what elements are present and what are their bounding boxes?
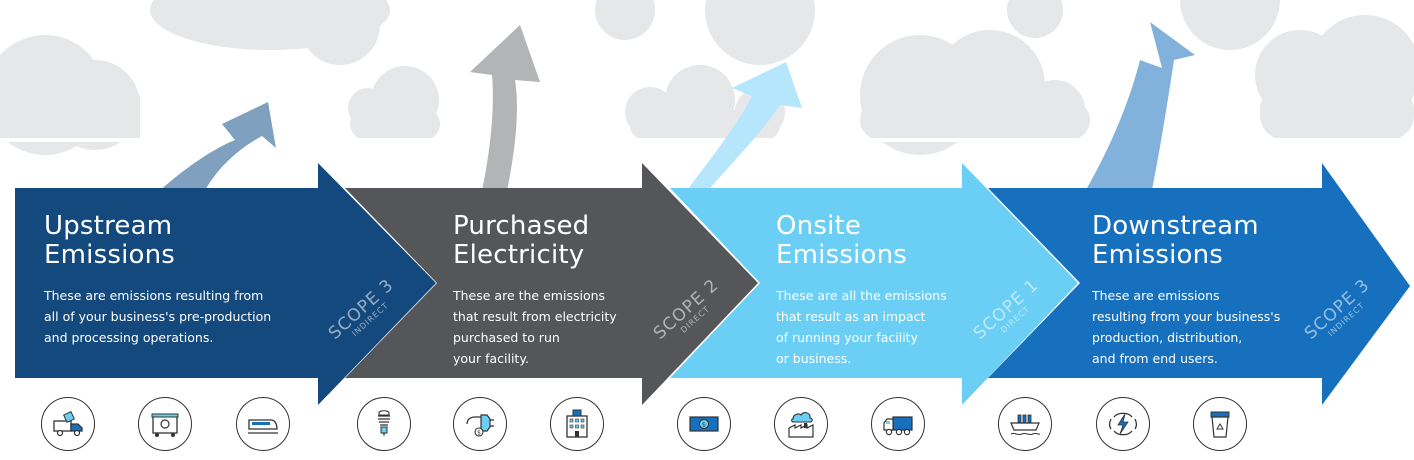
onsite-title-line-2: Emissions — [776, 240, 908, 270]
downstream-plume-arrow — [1080, 22, 1195, 200]
svg-text:$: $ — [702, 421, 706, 429]
purchased-desc-line-2: that result from electricity — [453, 309, 617, 324]
purchased-title-line-1: Purchased — [453, 211, 590, 241]
purchased-panel: Purchased Electricity These are the emis… — [453, 212, 723, 369]
upstream-arrow-shape — [15, 163, 436, 405]
upstream-panel: Upstream Emissions These are emissions r… — [44, 212, 314, 348]
purchased-desc-line-4: your facility. — [453, 351, 529, 366]
cloud-background — [0, 0, 1414, 155]
truck-icon — [871, 397, 925, 451]
dumpster-icon — [138, 397, 192, 451]
downstream-desc-line-1: These are emissions — [1092, 288, 1220, 303]
onsite-desc-line-2: that result as an impact — [776, 309, 926, 324]
downstream-title-line-2: Emissions — [1092, 240, 1224, 270]
factory-cloud-icon — [774, 397, 828, 451]
svg-text:$: $ — [477, 430, 481, 437]
upstream-title-line-2: Emissions — [44, 240, 176, 270]
onsite-desc-line-3: of running your facility — [776, 330, 918, 345]
upstream-desc-line-1: These are emissions resulting from — [44, 288, 264, 303]
downstream-desc-line-2: resulting from your business's — [1092, 309, 1281, 324]
downstream-title: Downstream Emissions — [1092, 212, 1362, 270]
downstream-description: These are emissions resulting from your … — [1092, 285, 1352, 369]
purchased-plume-arrow — [470, 25, 540, 200]
upstream-desc-line-3: and processing operations. — [44, 330, 214, 345]
delivery-truck-icon — [41, 397, 95, 451]
onsite-description: These are all the emissions that result … — [776, 285, 1036, 369]
upstream-title-line-1: Upstream — [44, 211, 173, 241]
recycle-bin-icon — [1193, 397, 1247, 451]
downstream-arrow-shape — [988, 163, 1410, 405]
purchased-title-line-2: Electricity — [453, 240, 585, 270]
purchased-description: These are the emissions that result from… — [453, 285, 713, 369]
onsite-desc-line-1: These are all the emissions — [776, 288, 947, 303]
onsite-plume-arrow — [680, 62, 802, 200]
purchased-desc-line-1: These are the emissions — [453, 288, 606, 303]
onsite-title: Onsite Emissions — [776, 212, 1046, 270]
purchased-arrow-shape — [345, 163, 758, 405]
cargo-ship-icon — [998, 397, 1052, 451]
office-building-icon — [550, 397, 604, 451]
upstream-description: These are emissions resulting from all o… — [44, 285, 304, 348]
upstream-title: Upstream Emissions — [44, 212, 314, 270]
downstream-title-line-1: Downstream — [1092, 211, 1259, 241]
onsite-desc-line-4: or business. — [776, 351, 852, 366]
onsite-title-line-1: Onsite — [776, 211, 862, 241]
onsite-panel: Onsite Emissions These are all the emiss… — [776, 212, 1046, 369]
money-icon: $ — [677, 397, 731, 451]
purchased-title: Purchased Electricity — [453, 212, 723, 270]
energy-recycle-icon — [1096, 397, 1150, 451]
light-bulb-icon — [357, 397, 411, 451]
downstream-desc-line-3: production, distribution, — [1092, 330, 1243, 345]
upstream-plume-arrow — [150, 102, 276, 200]
downstream-panel: Downstream Emissions These are emissions… — [1092, 212, 1362, 369]
downstream-desc-line-4: and from end users. — [1092, 351, 1218, 366]
train-icon — [236, 397, 290, 451]
purchased-desc-line-3: purchased to run — [453, 330, 560, 345]
onsite-arrow-shape — [670, 163, 1078, 405]
upstream-desc-line-2: all of your business's pre-production — [44, 309, 272, 324]
electric-plug-icon: $ — [453, 397, 507, 451]
